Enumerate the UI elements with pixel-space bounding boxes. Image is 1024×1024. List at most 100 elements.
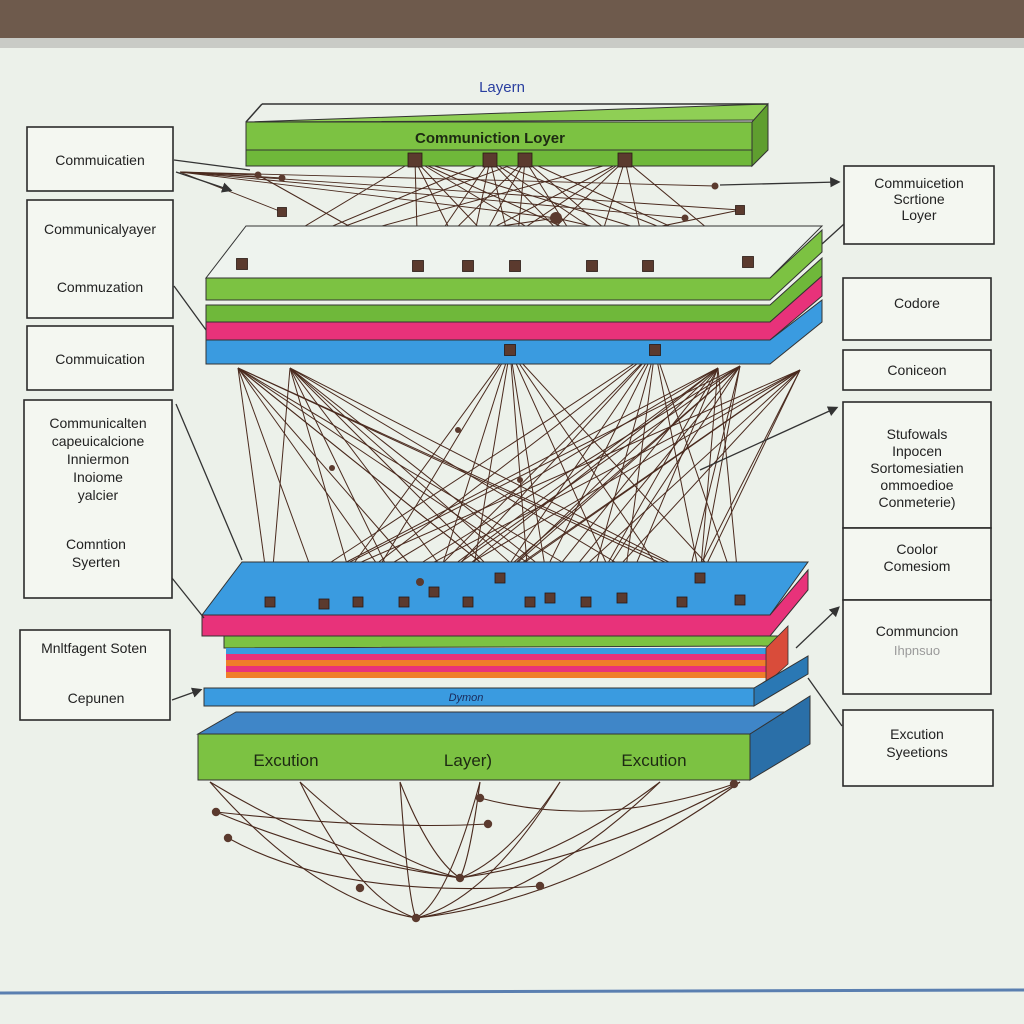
node-icon [742, 256, 754, 268]
edge-line [699, 367, 719, 579]
node-icon [517, 477, 523, 483]
upper-green-slab-1 [205, 228, 823, 301]
right-box-2: Codore [842, 277, 992, 341]
node-icon [355, 883, 365, 893]
left-box-5-line-3: Cepunen [68, 690, 125, 706]
edge-line [699, 365, 741, 579]
left-box-4-line-7: Comntion [66, 536, 126, 552]
node-icon [580, 596, 592, 608]
edge-line [433, 367, 719, 593]
node-icon [412, 260, 424, 272]
lower-pink-slab [201, 568, 809, 637]
edge-line [509, 349, 551, 599]
edge-line [499, 369, 801, 579]
left-box-4-line-5: yalcier [78, 487, 119, 503]
arrow-icon [173, 159, 251, 171]
arrow-icon [171, 577, 205, 619]
communication-layer-bar [245, 121, 753, 153]
arrow-icon [175, 403, 243, 561]
left-box-4-line-2: capeuicalcione [52, 433, 145, 449]
edge-line [529, 349, 656, 603]
top-layer-stack: Communiction Loyer [204, 102, 824, 365]
right-box-6: Communcion Ihpnsuo [842, 599, 992, 695]
node-icon [318, 598, 330, 610]
right-box-4-line-3: Sortomesiatien [870, 460, 963, 476]
node-icon [462, 260, 474, 272]
left-box-3: Commuication [26, 325, 174, 391]
right-box-7-line-2: Syeetions [886, 744, 947, 760]
edge-line [357, 349, 511, 603]
right-box-4: Stufowals Inpocen Sortomesiatien ommoedi… [842, 401, 992, 529]
edge-curve [479, 783, 735, 812]
lower-band-1 [226, 648, 766, 654]
edge-line [549, 369, 801, 599]
node-icon [735, 205, 745, 215]
node-icon [398, 596, 410, 608]
right-box-4-line-5: Conmeterie) [878, 494, 955, 510]
left-box-4-line-4: Inoiome [73, 469, 123, 485]
bottom-layer-stack: Dymon Excution Layer) Excution [196, 561, 811, 781]
node-icon [517, 152, 533, 168]
right-box-7: Excution Syeetions [842, 709, 994, 787]
edge-curve [415, 781, 481, 919]
right-box-1: Commuicetion Scrtione Loyer [843, 165, 995, 245]
edge-line [499, 349, 656, 579]
edge-line [237, 367, 701, 579]
lower-band-side [765, 625, 789, 685]
edge-line [509, 349, 683, 603]
right-box-1-line-1: Commuicetion [874, 175, 963, 191]
edge-line [237, 367, 435, 593]
node-icon [483, 819, 493, 829]
node-icon [550, 212, 562, 224]
right-box-1-line-3: Loyer [901, 207, 936, 223]
node-icon [428, 586, 440, 598]
node-icon [694, 572, 706, 584]
arrow-icon [807, 677, 843, 727]
network-nodes [211, 152, 754, 923]
edge-curve [299, 781, 461, 879]
edge-curve [459, 781, 561, 879]
lower-band-5 [226, 672, 766, 678]
edge-curve [215, 811, 489, 827]
node-icon [211, 807, 221, 817]
node-icon [475, 793, 485, 803]
node-icon [236, 258, 248, 270]
left-box-5: Mnltfagent Soten Cepunen [19, 629, 171, 721]
right-box-4-line-1: Stufowals [887, 426, 948, 442]
node-icon [407, 152, 423, 168]
arrow-icon [171, 687, 203, 701]
edge-line [179, 171, 716, 187]
arrow-icon [173, 285, 207, 331]
upper-blue-slab [205, 298, 823, 365]
execution-slab-top [196, 711, 811, 735]
thin-layer-label: Dymon [449, 692, 484, 704]
left-annotation-column: Commuicatien Communicalyayer Commuzation… [19, 126, 174, 721]
edge-line [499, 365, 741, 579]
node-icon [649, 344, 661, 356]
edge-line [585, 349, 656, 603]
edge-line [699, 369, 801, 579]
node-icon [544, 592, 556, 604]
left-box-1: Commuicatien [26, 126, 174, 192]
edge-curve [415, 781, 661, 919]
left-box-4-line-3: Inniermon [67, 451, 129, 467]
edge-line [269, 349, 656, 603]
arrow-icon [719, 176, 841, 188]
edge-curve [227, 837, 541, 890]
node-icon [504, 344, 516, 356]
edge-line [433, 349, 511, 593]
edge-curve [299, 781, 417, 919]
node-icon [535, 881, 545, 891]
node-icon [586, 260, 598, 272]
edge-curve [215, 811, 461, 879]
lower-band-2 [226, 654, 766, 660]
edge-line [179, 171, 686, 219]
left-box-1-line-1: Commuicatien [55, 152, 144, 168]
arrow-icon [795, 606, 840, 649]
node-icon [416, 578, 424, 586]
edge-curve [209, 781, 417, 919]
lower-blue-top-face [200, 561, 809, 616]
edge-curve [399, 781, 461, 879]
execution-layer-bar [197, 733, 751, 781]
edge-line [289, 367, 551, 599]
